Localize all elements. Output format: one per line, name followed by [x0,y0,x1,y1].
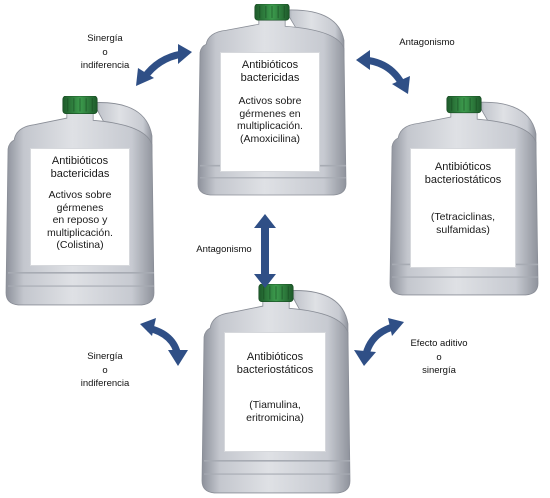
jug-bottom-label: Antibióticos bacteriostáticos (Tiamulina… [224,332,326,452]
jug-right: Antibióticos bacteriostáticos (Tetracicl… [388,96,540,296]
jug-left-label: Antibióticos bactericidas Activos sobre … [30,148,130,266]
jug-left-desc: Activos sobre gérmenes en reposo y multi… [47,189,113,251]
relation-top-left: Sinergía o indiferencia [80,33,130,71]
jug-top-label: Antibióticos bactericidas Activos sobre … [220,52,320,172]
arrow-center [254,214,276,288]
arrow-top-left [136,44,192,86]
arrow-top-right [356,50,410,94]
jug-top: Antibióticos bactericidas Activos sobre … [196,4,348,196]
jug-right-desc: (Tetraciclinas, sulfamidas) [430,211,496,236]
relation-bottom-left: Sinergía o indiferencia [80,351,130,389]
jug-right-label: Antibióticos bacteriostáticos (Tetracicl… [410,148,516,268]
jug-top-desc: Activos sobre gérmenes en multiplicación… [237,95,303,145]
jug-bottom-desc: (Tiamulina, eritromicina) [246,399,304,424]
arrow-bottom-right [354,318,404,366]
jug-left: Antibióticos bactericidas Activos sobre … [4,96,156,306]
arrow-bottom-left [140,318,188,366]
relation-center: Antagonismo [196,244,252,255]
jug-bottom: Antibióticos bacteriostáticos (Tiamulina… [200,284,352,494]
jug-top-title: Antibióticos bactericidas [240,59,300,84]
jug-left-title: Antibióticos bactericidas [50,155,110,180]
jug-bottom-title: Antibióticos bacteriostáticos [236,351,314,376]
jug-right-title: Antibióticos bacteriostáticos [424,161,502,186]
relation-top-right: Antagonismo [399,37,455,48]
relation-bottom-right: Efecto aditivo o sinergía [410,338,468,376]
